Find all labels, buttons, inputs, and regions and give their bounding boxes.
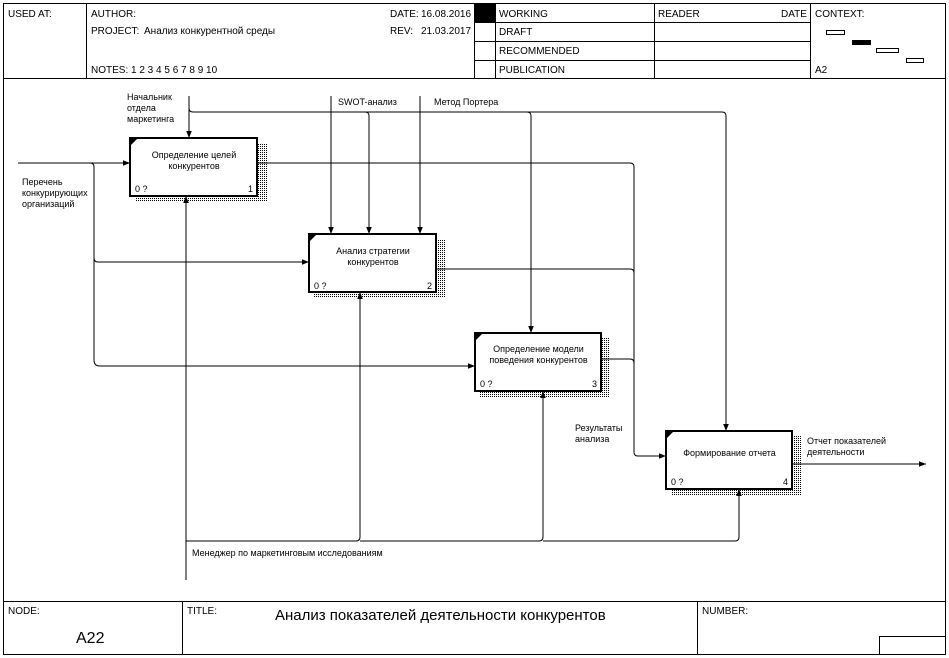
arrow-control-porter-to-box3 <box>526 111 534 333</box>
project-value: Анализ конкурентной среды <box>144 26 276 37</box>
box-1-number: 1 <box>248 184 254 194</box>
reader-date-label: DATE <box>781 9 807 20</box>
activity-box-1[interactable] <box>129 137 258 197</box>
context-thumbnail <box>826 30 924 63</box>
rev-value: 21.03.2017 <box>421 26 472 37</box>
arrow-output-box3 <box>601 358 635 364</box>
diagram-title: Анализ показателей деятельности конкурен… <box>275 607 606 624</box>
label-control-porter: Метод Портера <box>434 97 499 107</box>
box-2-label: Анализ стратегии конкурентов <box>336 246 410 267</box>
working-status-marker <box>475 4 495 22</box>
node-value: A22 <box>76 630 105 647</box>
box-3-number: 3 <box>592 379 598 389</box>
label-control-swot: SWOT-анализ <box>338 97 397 107</box>
number-label: NUMBER: <box>702 606 749 617</box>
context-node: A2 <box>815 65 828 76</box>
activity-box-4[interactable] <box>665 430 793 490</box>
title-label: TITLE: <box>187 606 218 617</box>
box-2-cost: 0 ? <box>314 281 327 291</box>
box-3-cost: 0 ? <box>480 379 493 389</box>
date-value: 16.08.2016 <box>421 9 472 20</box>
arrow-output-box2 <box>436 268 635 274</box>
status-recommended: RECOMMENDED <box>499 46 580 57</box>
box-4-cost: 0 ? <box>671 477 684 487</box>
arrow-control-head-to-box4 <box>188 107 729 431</box>
status-working: WORKING <box>499 9 548 20</box>
date-label: DATE: <box>390 9 419 20</box>
label-output-report: Отчет показателей деятельности <box>807 436 887 457</box>
status-publication: PUBLICATION <box>499 65 565 76</box>
label-control-head: Начальник отдела маркетинга <box>127 92 175 124</box>
arrow-mechanism-to-box3 <box>360 391 546 542</box>
arrow-mechanism-to-box2 <box>186 292 363 542</box>
label-mechanism: Менеджер по маркетинговым исследованиям <box>192 548 383 558</box>
rev-label: REV: <box>390 26 413 37</box>
status-draft: DRAFT <box>499 27 533 38</box>
box-1-label: Определение целей конкурентов <box>151 150 237 171</box>
arrow-input-to-box2 <box>93 257 309 265</box>
box-4-number: 4 <box>783 477 789 487</box>
author-label: AUTHOR: <box>91 9 136 20</box>
notes-value: 1 2 3 4 5 6 7 8 9 10 <box>131 65 218 76</box>
box-3-label: Определение модели поведения конкурентов <box>489 344 588 365</box>
activity-box-3[interactable] <box>474 332 602 392</box>
label-input-list: Перечень конкурирующих организаций <box>22 177 88 209</box>
arrow-control-swot-2 <box>364 111 372 234</box>
arrow-mechanism-to-box4 <box>543 489 742 542</box>
box-4-label: Формирование отчета <box>683 448 776 458</box>
context-label: CONTEXT: <box>815 9 865 20</box>
notes-label: NOTES: <box>91 65 129 76</box>
box-1-cost: 0 ? <box>135 184 148 194</box>
footer-frame <box>3 601 946 655</box>
node-label: NODE: <box>8 606 40 617</box>
box-2-number: 2 <box>427 281 433 291</box>
label-result-analysis: Результаты анализа <box>575 423 623 444</box>
arrow-output-box1 <box>257 162 666 459</box>
activity-box-2[interactable] <box>308 233 437 293</box>
reader-label: READER <box>658 9 700 20</box>
used-at-label: USED AT: <box>8 9 52 20</box>
header-frame <box>3 3 946 79</box>
project-label: PROJECT: <box>91 26 140 37</box>
